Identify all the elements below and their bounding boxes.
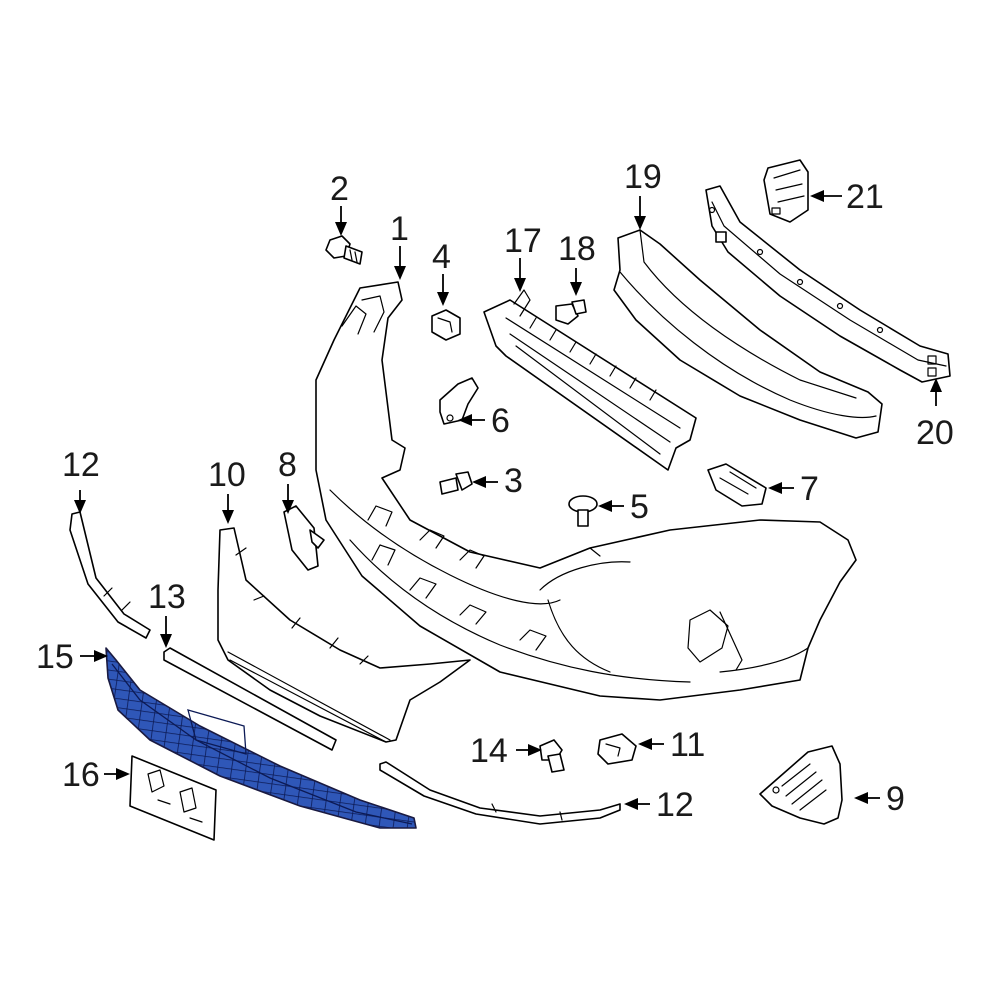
callout-6: 6	[491, 402, 510, 440]
pin-part-18[interactable]	[555, 299, 587, 325]
molding-part-12-right[interactable]	[379, 761, 621, 825]
absorber-part-19[interactable]	[613, 229, 883, 439]
callout-3: 3	[504, 462, 523, 500]
push-pin-part-5[interactable]	[568, 495, 598, 527]
callout-15: 15	[36, 638, 74, 676]
callout-7: 7	[800, 470, 819, 508]
bracket-part-6[interactable]	[439, 377, 479, 425]
bracket-part-7[interactable]	[707, 463, 767, 507]
callout-8: 8	[278, 446, 297, 484]
callout-14: 14	[470, 732, 508, 770]
reinforcement-part-20[interactable]	[705, 185, 951, 383]
bolt-part-3[interactable]	[439, 471, 473, 495]
plate-bracket-part-16[interactable]	[129, 755, 217, 841]
clip-part-11[interactable]	[597, 733, 637, 765]
callout-1: 1	[390, 210, 409, 248]
clip-part-4[interactable]	[431, 309, 461, 341]
callout-10: 10	[208, 456, 246, 494]
lower-panel-part-10[interactable]	[217, 527, 471, 743]
grille-part-15[interactable]	[105, 647, 417, 829]
callout-11: 11	[670, 726, 705, 764]
callout-9: 9	[886, 780, 905, 818]
callout-17: 17	[504, 222, 542, 260]
reflector-part-8[interactable]	[283, 505, 325, 571]
callout-19: 19	[624, 158, 662, 196]
bezel-part-9[interactable]	[759, 745, 843, 825]
callout-13: 13	[148, 578, 186, 616]
callout-16: 16	[62, 756, 100, 794]
molding-part-12-left[interactable]	[69, 511, 151, 639]
callout-12-upper: 12	[62, 446, 100, 484]
strip-part-13[interactable]	[163, 647, 337, 751]
bolt-part-2[interactable]	[325, 235, 363, 265]
callout-5: 5	[630, 488, 649, 526]
callout-12-lower: 12	[656, 786, 694, 824]
callout-4: 4	[432, 238, 451, 276]
bumper-cover[interactable]	[315, 281, 857, 701]
deflector-part-17[interactable]	[483, 289, 697, 471]
mount-part-21[interactable]	[763, 159, 809, 223]
bolt-part-14[interactable]	[539, 739, 565, 773]
callout-leaders	[74, 190, 942, 810]
callout-2: 2	[330, 170, 349, 208]
callout-18: 18	[558, 230, 596, 268]
callout-20: 20	[916, 414, 954, 452]
callout-21: 21	[846, 178, 884, 216]
